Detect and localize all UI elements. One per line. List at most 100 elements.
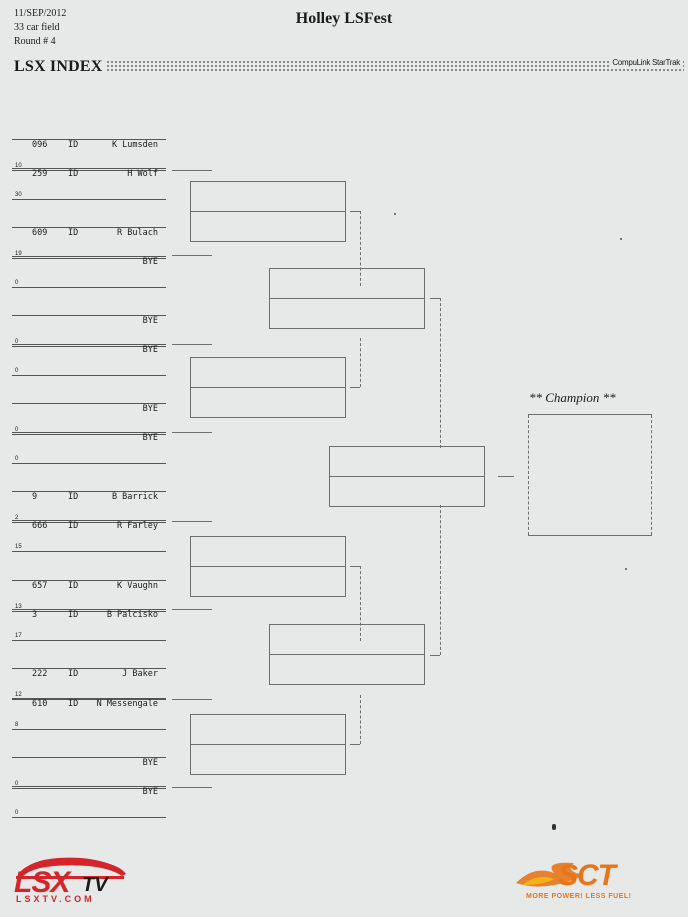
bracket-slot: BYE 0 — [12, 344, 166, 376]
connector — [172, 609, 212, 610]
connector — [360, 695, 361, 744]
system-brand: CompuLink StarTrak — [610, 58, 682, 67]
round3-box-1 — [269, 268, 425, 329]
car-number: 096 — [32, 140, 48, 150]
sct-logo-text: SCT — [558, 859, 616, 892]
driver-name: J Baker — [122, 669, 158, 679]
driver-name: R Bulach — [117, 228, 158, 238]
seed-number: 0 — [15, 339, 19, 345]
connector — [172, 521, 212, 522]
connector — [350, 211, 360, 212]
driver-name: BYE — [142, 345, 158, 355]
round2-box-3 — [190, 536, 346, 597]
bracket-slot: BYE 0 — [12, 432, 166, 464]
driver-name: BYE — [142, 433, 158, 443]
driver-name: R Farley — [117, 521, 158, 531]
connector — [360, 338, 361, 387]
seed-number: 19 — [15, 251, 22, 257]
round2-box-2 — [190, 357, 346, 418]
driver-name: BYE — [142, 316, 158, 326]
driver-name: N Messengale — [96, 699, 158, 709]
connector — [360, 566, 361, 641]
sct-logo: SCT MORE POWER! LESS FUEL! — [514, 855, 674, 905]
index-type: ID — [68, 669, 79, 679]
index-type: ID — [68, 581, 79, 591]
seed-number: 30 — [15, 192, 22, 198]
connector — [350, 744, 360, 745]
index-type: ID — [68, 699, 79, 709]
seed-number: 0 — [15, 810, 19, 816]
car-number: 3 — [32, 610, 38, 620]
bracket-slot: 666 ID R Farley 15 — [12, 520, 166, 552]
connector — [172, 255, 212, 256]
car-number: 657 — [32, 581, 48, 591]
event-title: Holley LSFest — [295, 10, 393, 27]
speck — [620, 238, 622, 240]
seed-number: 0 — [15, 280, 19, 286]
car-number: 9 — [32, 492, 38, 502]
bracket-slot: BYE 0 — [12, 256, 166, 288]
bracket-slot: 657 ID K Vaughn 13 — [12, 580, 166, 612]
connector — [430, 298, 440, 299]
driver-name: K Lumsden — [111, 140, 158, 150]
seed-number: 0 — [15, 368, 19, 374]
seed-number: 0 — [15, 427, 19, 433]
round4-box — [329, 446, 485, 507]
champion-label: ** Champion ** — [529, 390, 616, 405]
car-silhouette-icon — [16, 857, 126, 879]
car-number: 609 — [32, 228, 48, 238]
car-number: 610 — [32, 699, 48, 709]
round2-box-1 — [190, 181, 346, 242]
connector — [430, 655, 440, 656]
bracket-slot: 610 ID N Messengale 8 — [12, 698, 166, 730]
connector — [498, 476, 514, 477]
bracket-slot: BYE 0 — [12, 757, 166, 789]
driver-name: B Palcisko — [106, 610, 158, 620]
connector — [172, 432, 212, 433]
champion-box — [528, 414, 652, 536]
seed-number: 8 — [15, 722, 19, 728]
car-number: 666 — [32, 521, 48, 531]
connector — [172, 787, 212, 788]
driver-name: BYE — [142, 257, 158, 267]
connector — [172, 170, 212, 171]
lsx-logo-text: LSX — [14, 866, 70, 899]
bracket-slot: 3 ID B Palcisko 17 — [12, 609, 166, 641]
seed-number: 2 — [15, 515, 19, 521]
header-field: 33 car field — [14, 22, 60, 33]
index-type: ID — [68, 610, 79, 620]
bracket-slot: BYE 0 — [12, 315, 166, 347]
driver-name: K Vaughn — [117, 581, 158, 591]
seed-number: 17 — [15, 633, 22, 639]
flame-icon — [516, 862, 584, 887]
connector — [350, 387, 360, 388]
driver-name: BYE — [142, 404, 158, 414]
driver-name: B Barrick — [111, 492, 158, 502]
index-type: ID — [68, 228, 79, 238]
seed-number: 15 — [15, 544, 22, 550]
driver-name: H Wolf — [127, 169, 158, 179]
dotted-rule — [106, 60, 684, 72]
speck — [625, 568, 627, 570]
connector — [350, 566, 360, 567]
bracket-slot: BYE 0 — [12, 403, 166, 435]
lsx-url-text: LSXTV.COM — [16, 894, 95, 904]
bracket-slot: 609 ID R Bulach 19 — [12, 227, 166, 259]
car-number: 222 — [32, 669, 48, 679]
connector — [172, 699, 212, 700]
seed-number: 0 — [15, 456, 19, 462]
round3-box-2 — [269, 624, 425, 685]
driver-name: BYE — [142, 758, 158, 768]
speck — [552, 824, 556, 830]
connector — [172, 344, 212, 345]
seed-number: 13 — [15, 604, 22, 610]
seed-number: 0 — [15, 781, 19, 787]
header-round: Round # 4 — [14, 36, 56, 47]
index-type: ID — [68, 521, 79, 531]
lsx-tv-text: TV — [82, 874, 108, 896]
speck — [394, 213, 396, 215]
sct-tagline: MORE POWER! LESS FUEL! — [526, 893, 632, 900]
